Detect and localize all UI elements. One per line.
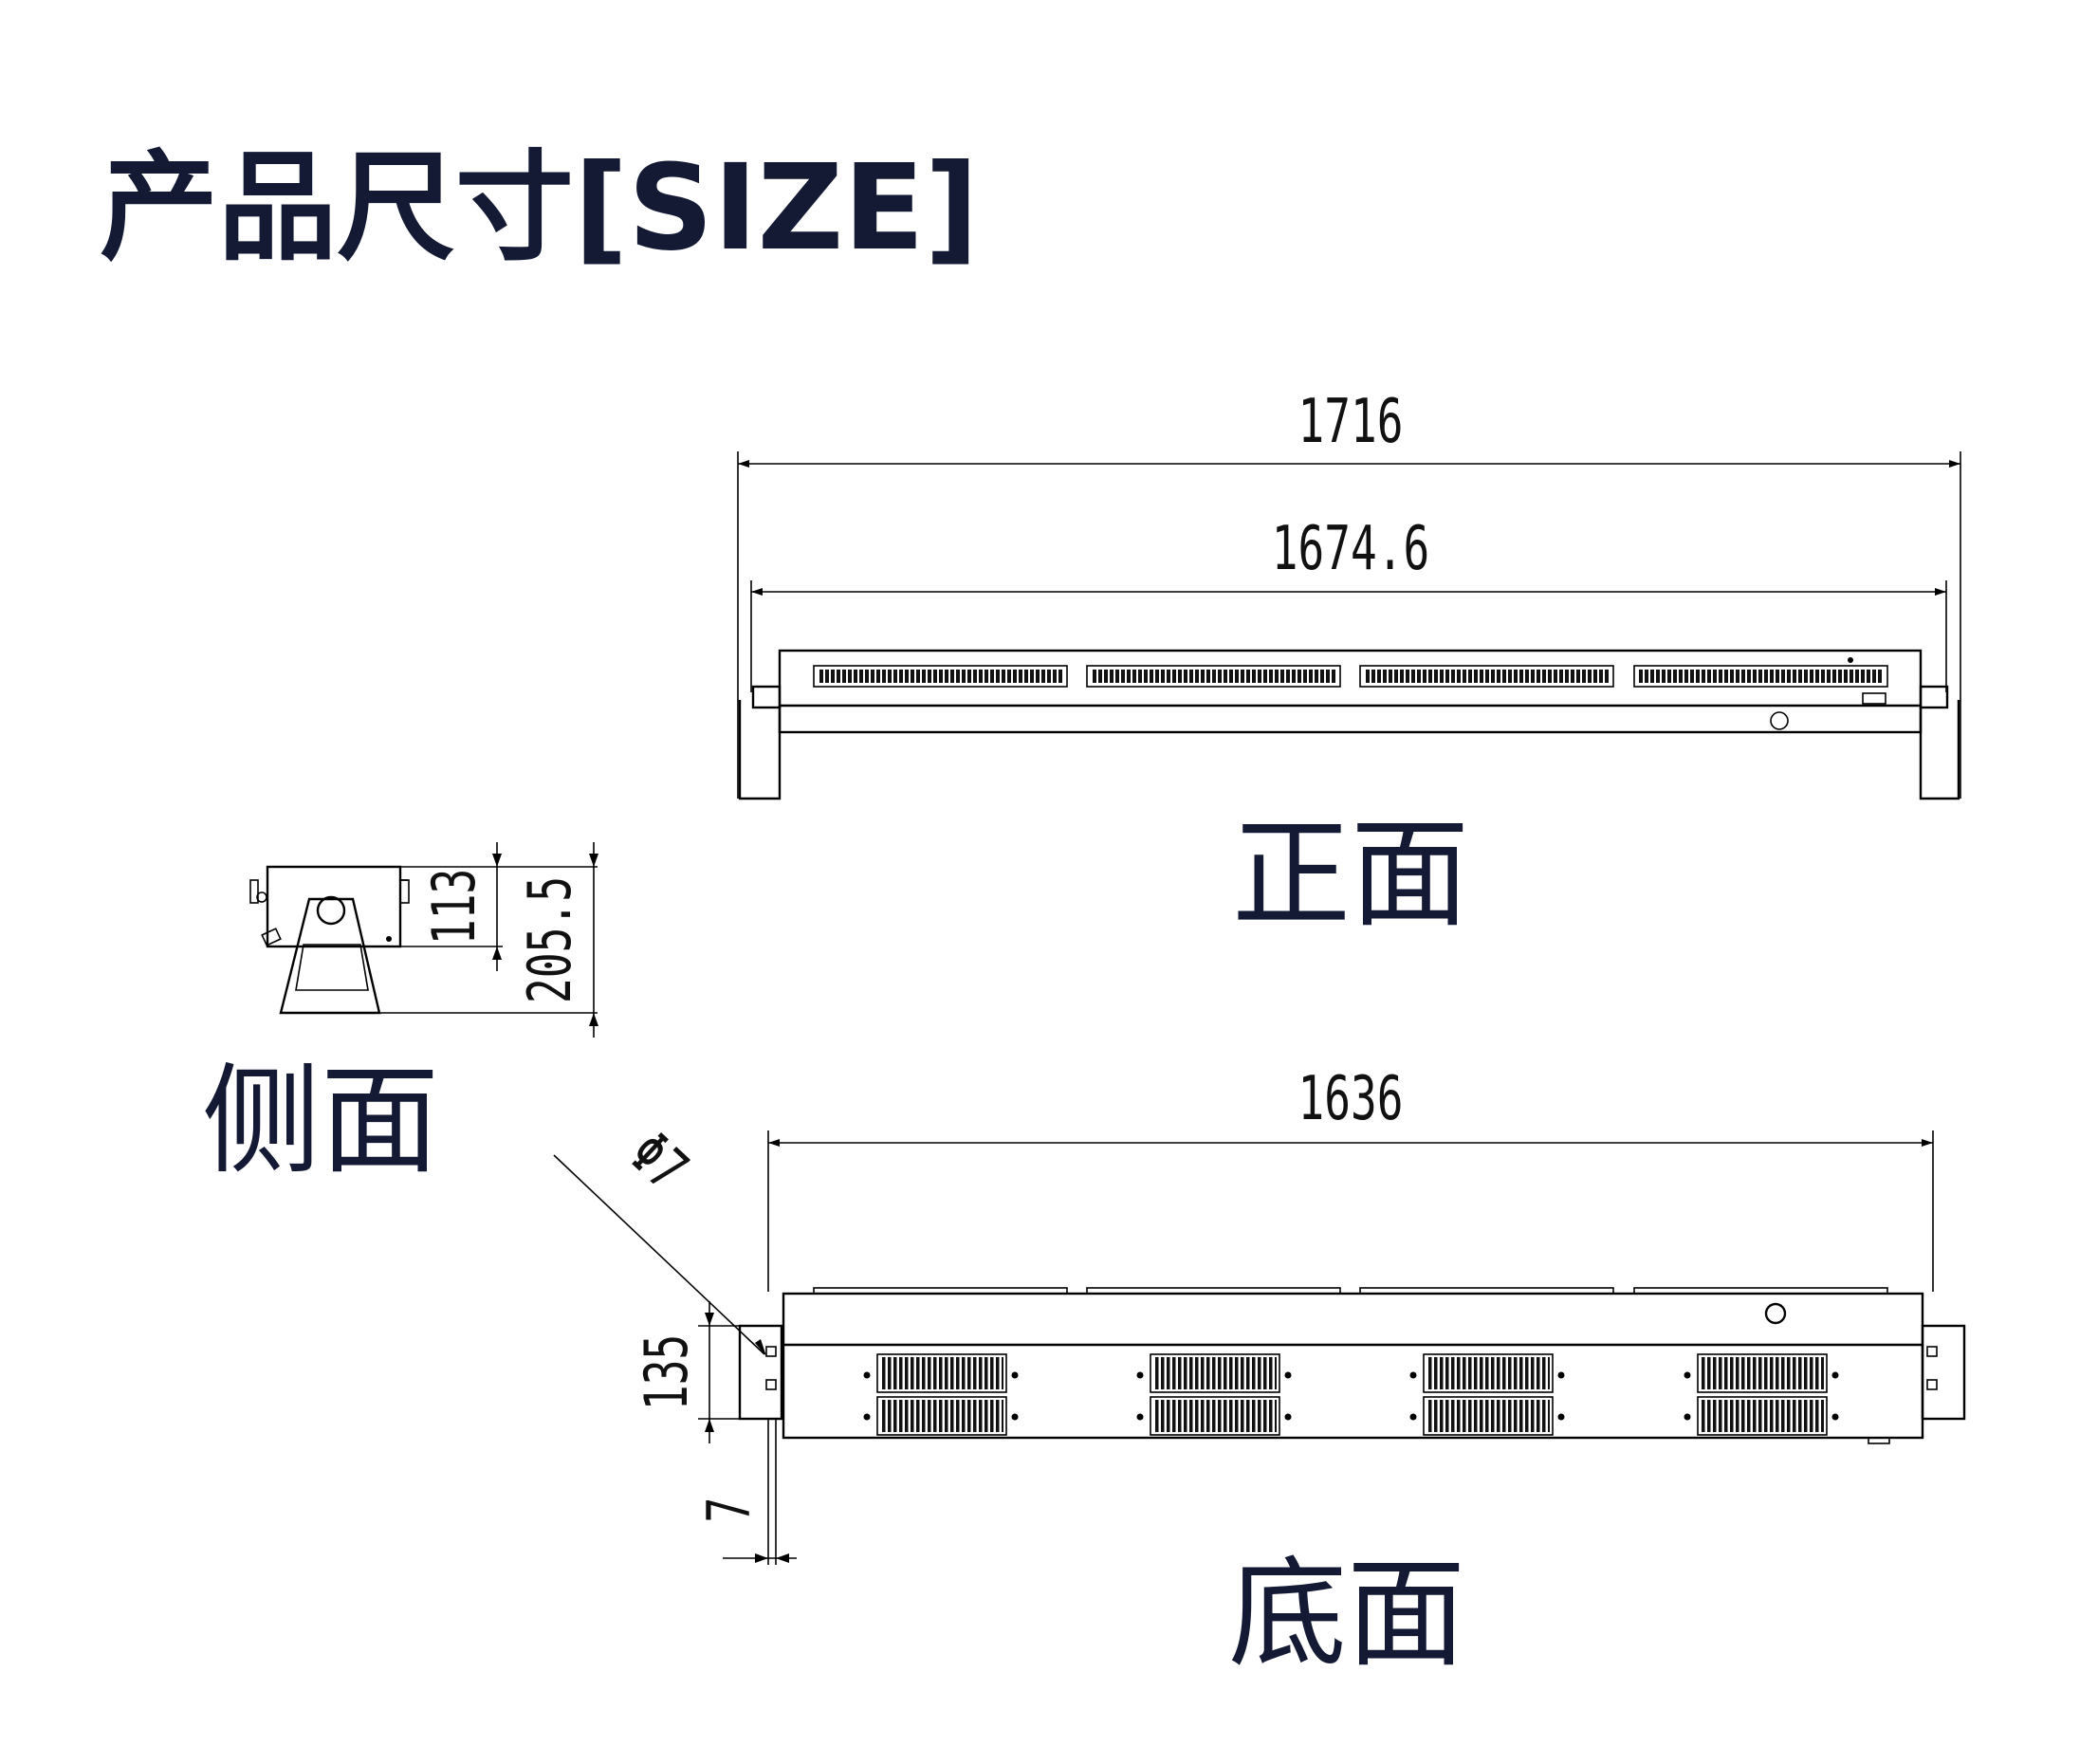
front-body-dim-label: 1674.6 [1272, 513, 1429, 584]
side-view: 113 205.5 [249, 842, 598, 1038]
front-body [778, 649, 1923, 734]
edge-offset-dim-label: 7 [695, 1498, 764, 1523]
front-overall-dim-label: 1716 [1298, 386, 1404, 457]
page-title: 产品尺寸[SIZE] [100, 139, 979, 277]
side-total-dim-label: 205.5 [516, 876, 584, 1003]
front-view: 1716 1674.6 [737, 386, 1961, 800]
side-body-dim-label: 113 [420, 869, 488, 946]
hole-diameter-label: Φ7 [617, 1119, 701, 1204]
side-view-label: 侧面 [202, 1053, 439, 1190]
bottom-vents [863, 1353, 1839, 1436]
bottom-view: 1636 [553, 1063, 1966, 1565]
bottom-view-label: 底面 [1228, 1546, 1465, 1683]
side-body [266, 865, 402, 948]
front-view-label: 正面 [1232, 806, 1469, 944]
hole-leader-line [553, 1154, 765, 1355]
bottom-length-dim-label: 1636 [1298, 1063, 1404, 1134]
bottom-depth-dim-label: 135 [633, 1334, 701, 1411]
